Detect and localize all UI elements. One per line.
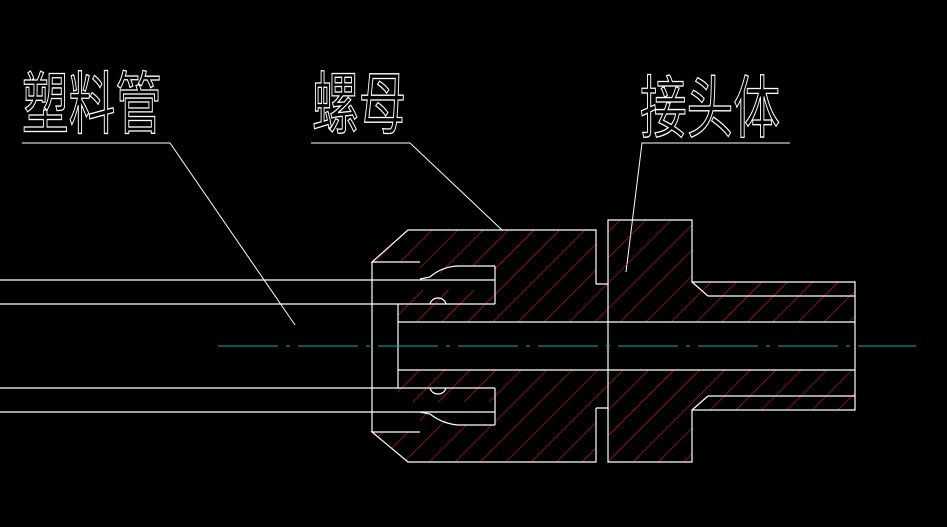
label-nut: 螺母 <box>312 66 406 145</box>
leader-nut <box>311 142 503 231</box>
nut-section-bottom <box>372 408 596 462</box>
label-connector-body: 接头体 <box>640 70 780 149</box>
nut-section-top <box>372 230 596 284</box>
connector-body-section-bottom <box>398 370 855 462</box>
label-plastic-tube: 塑料管 <box>22 66 162 145</box>
leader-plastic-tube <box>22 142 296 326</box>
